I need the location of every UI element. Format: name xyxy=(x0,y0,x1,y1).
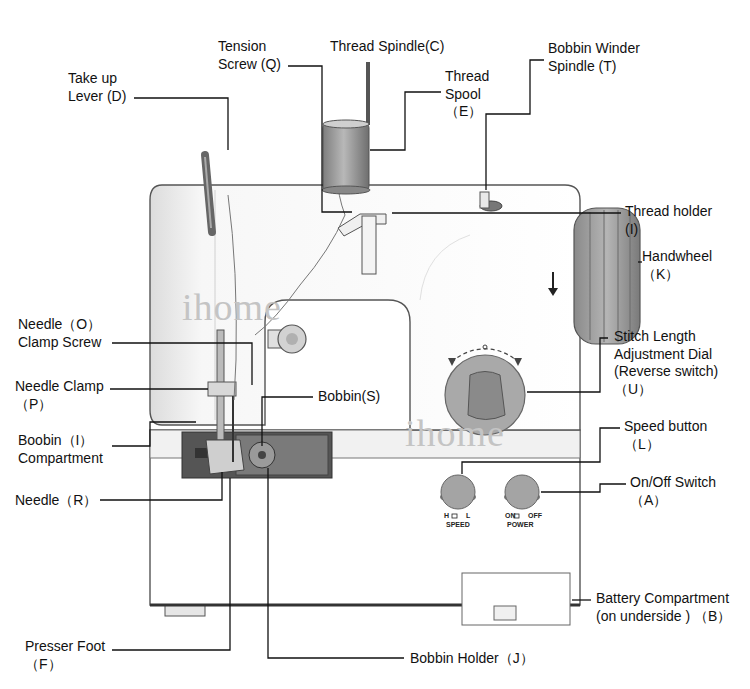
part-label: Boobin（I） Compartment xyxy=(18,432,122,467)
button-marking: ON xyxy=(505,512,516,519)
thread-spool-part xyxy=(323,123,369,191)
leader-line-part xyxy=(268,468,404,658)
battery-compartment-part xyxy=(494,606,516,620)
thread-holder-part xyxy=(362,216,376,274)
part-label: Presser Foot （F） xyxy=(25,638,120,673)
take-up-lever xyxy=(205,155,212,232)
direction-arrow-part xyxy=(552,272,554,290)
presser-foot-assembly-part xyxy=(206,440,244,474)
needle-plate-part xyxy=(258,451,266,459)
handwheel-part xyxy=(604,210,605,342)
leader-line-part xyxy=(541,484,626,492)
bobbin-winder xyxy=(480,192,502,211)
control-buttons xyxy=(440,475,540,518)
part-label: Bobbin(S) xyxy=(318,388,380,406)
stitch-dial-part xyxy=(448,358,456,366)
control-buttons-part xyxy=(452,514,457,518)
handwheel-part xyxy=(618,210,619,342)
control-buttons-part xyxy=(441,475,475,509)
part-label: Thread holder (I) xyxy=(625,203,727,238)
leader-line-part xyxy=(638,261,642,262)
leader-line-part xyxy=(112,478,230,650)
needle-plate-part xyxy=(236,435,328,475)
part-label: Handwheel （K） xyxy=(642,248,730,283)
part-label: On/Off Switch （A） xyxy=(630,474,734,509)
battery-compartment xyxy=(462,573,570,625)
leader-line-part xyxy=(100,472,222,500)
watermark: ihome xyxy=(405,410,505,458)
leader-line-part xyxy=(112,343,252,385)
leader-line-part xyxy=(392,212,621,213)
part-label: Thread Spool（E） xyxy=(445,68,515,121)
button-marking: SPEED xyxy=(446,521,470,528)
button-marking: OFF xyxy=(528,512,542,519)
direction-arrow-part xyxy=(548,288,558,296)
part-label: Speed button （L） xyxy=(624,418,728,453)
watermark: ihome xyxy=(182,284,282,332)
stitch-dial-part xyxy=(514,358,522,366)
thread-spool xyxy=(322,62,370,194)
button-marking: POWER xyxy=(507,521,533,528)
leader-line-part xyxy=(112,422,196,446)
thread-holder xyxy=(338,214,386,274)
leader-line-part xyxy=(262,397,313,446)
button-marking: L xyxy=(466,512,470,519)
needle-plate-part xyxy=(182,432,332,478)
battery-compartment-part xyxy=(462,573,570,625)
part-label: Tension Screw (Q) xyxy=(218,38,290,73)
thread-spool-part xyxy=(323,120,369,128)
thread-spool-part xyxy=(322,186,370,194)
part-label: Needle（O） Clamp Screw xyxy=(18,316,128,351)
leader-line xyxy=(100,60,642,658)
part-label: Needle Clamp （P） xyxy=(15,378,115,413)
part-label: Battery Compartment (on underside ) （B） xyxy=(596,590,746,625)
leader-line-part xyxy=(288,66,352,212)
part-label: Bobbin Winder Spindle (T) xyxy=(548,40,660,75)
leader-line-part xyxy=(370,92,441,150)
leader-line-part xyxy=(527,338,608,392)
part-label: Stitch Length Adjustment Dial (Reverse s… xyxy=(614,328,738,398)
machine-body-part xyxy=(420,235,470,300)
leader-line-part xyxy=(134,98,228,150)
thread-spool-part xyxy=(366,62,370,125)
control-buttons-part xyxy=(505,475,539,509)
part-label: Take up Lever (D) xyxy=(68,70,138,105)
stitch-dial-part xyxy=(483,345,487,349)
part-label: Bobbin Holder（J） xyxy=(410,650,534,668)
leader-line-part xyxy=(572,599,591,600)
take-up-lever-part xyxy=(205,155,212,232)
bobbin-winder-part xyxy=(480,192,489,208)
direction-arrow xyxy=(548,272,558,296)
leader-line-part xyxy=(486,60,544,190)
presser-foot-assembly-part xyxy=(208,382,236,396)
needle-plate xyxy=(182,432,332,478)
part-label: Needle（R） xyxy=(15,492,97,510)
leader-line-part xyxy=(110,388,208,389)
take-up-lever-part xyxy=(205,157,211,228)
clamp-screw-knob-part xyxy=(286,333,298,345)
presser-foot-assembly xyxy=(206,330,244,474)
button-marking: H xyxy=(444,512,449,519)
handwheel-part xyxy=(590,212,591,340)
presser-foot-assembly-part xyxy=(232,396,234,462)
clamp-screw-knob-part xyxy=(278,325,306,353)
part-label: Thread Spindle(C) xyxy=(330,38,444,56)
clamp-screw-knob xyxy=(268,325,306,353)
